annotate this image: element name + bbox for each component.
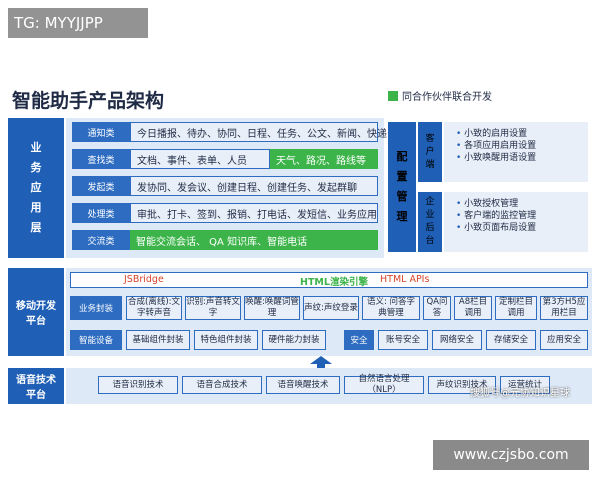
security-cell: 应用安全 (540, 330, 588, 350)
client-label: 客户端 (418, 122, 442, 182)
watermark-weibo: 搜狐号@元协知识星球 (470, 388, 570, 399)
row-process: 审批、打卡、签到、报销、打电话、发短信、业务应用 (130, 203, 378, 223)
render-engine-label: HTML渲染引擎 (300, 277, 368, 288)
biz-cell: 定制栏目调用 (495, 296, 537, 320)
device-cell: 硬件能力封装 (262, 330, 326, 350)
enterprise-settings: 小致授权管理 客户端的监控管理 小致页面布局设置 (444, 192, 588, 252)
voice-cell: 语音识别技术 (98, 376, 178, 394)
legend-swatch (388, 91, 398, 101)
row-notify: 今日播报、待办、协同、日程、任务、公文、新闻、快递 (130, 122, 387, 142)
biz-cell: QA问答 (423, 296, 451, 320)
biz-cell: 识别:声音转文字 (185, 296, 241, 320)
voice-cell: 声纹识别技术 (428, 376, 496, 394)
list-item: 小致唤醒用语设置 (456, 152, 588, 164)
enterprise-label: 企业后台 (418, 192, 442, 252)
html-apis-label: HTML APIs (380, 274, 430, 285)
row-initiate: 发协同、发会议、创建日程、创建任务、发起群聊 (130, 176, 378, 196)
row-label-initiate: 发起类 (72, 176, 130, 196)
voice-cell: 自然语言处理（NLP） (344, 374, 424, 395)
watermark-bottom: www.czjsbo.com (433, 440, 589, 470)
row-communicate-partner: 智能交流会话、 QA 知识库、智能电话 (130, 230, 378, 250)
biz-cell: 声纹:声纹登录 (303, 296, 359, 320)
security-label: 安全 (344, 330, 374, 350)
mobile-platform-label: 移动开发平台 (8, 268, 64, 356)
security-cell: 账号安全 (378, 330, 428, 350)
up-arrow-icon (310, 356, 332, 372)
row-label-search: 查找类 (72, 149, 130, 169)
biz-cell: A8栏目调用 (454, 296, 492, 320)
list-item: 客户端的监控管理 (456, 210, 588, 222)
render-engine-bar (70, 272, 588, 288)
biz-cell: 语义: 问答字典管理 (362, 296, 420, 320)
row-search-partner: 天气、路况、路线等 (270, 149, 378, 169)
device-label: 智能设备 (70, 330, 122, 350)
client-settings: 小致的启用设置 各项应用启用设置 小致唤醒用语设置 (444, 122, 588, 182)
row-label-notify: 通知类 (72, 122, 130, 142)
voice-cell: 语音合成技术 (182, 376, 262, 394)
list-item: 各项应用启用设置 (456, 140, 588, 152)
biz-cell: 唤醒:唤醒词管理 (244, 296, 300, 320)
list-item: 小致页面布局设置 (456, 222, 588, 234)
biz-cell: 第3方H5应用栏目 (540, 296, 588, 320)
voice-platform-label: 语音技术平台 (8, 368, 64, 404)
watermark-top: TG: MYYJJPP (8, 8, 148, 38)
app-layer-label: 业务 应用 层 (8, 118, 64, 258)
config-label: 配置 管理 (388, 122, 416, 252)
row-label-communicate: 交流类 (72, 230, 130, 250)
voice-cell: 运营统计 (500, 376, 550, 394)
row-label-process: 处理类 (72, 203, 130, 223)
security-cell: 网络安全 (432, 330, 482, 350)
list-item: 小致授权管理 (456, 198, 588, 210)
page-title: 智能助手产品架构 (12, 90, 165, 112)
security-cell: 存储安全 (486, 330, 536, 350)
device-cell: 特色组件封装 (194, 330, 258, 350)
row-search: 文档、事件、表单、人员 (130, 149, 270, 169)
biz-label: 业务封装 (70, 296, 122, 320)
voice-cell: 语音唤醒技术 (266, 376, 340, 394)
device-cell: 基础组件封装 (126, 330, 190, 350)
list-item: 小致的启用设置 (456, 128, 588, 140)
legend-label: 同合作伙伴联合开发 (402, 92, 492, 103)
biz-cell: 合成(离线):文字转声音 (126, 296, 182, 320)
jsbridge-label: JSBridge (124, 274, 164, 285)
